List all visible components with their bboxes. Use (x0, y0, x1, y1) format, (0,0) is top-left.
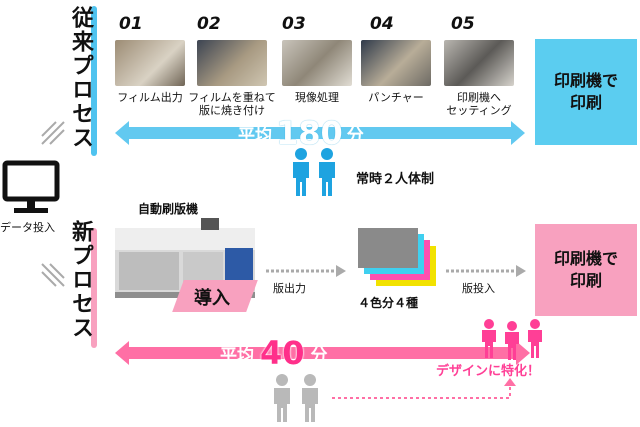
step-num-4: 04 (370, 14, 394, 34)
plate-input-label: 版投入 (462, 282, 495, 295)
hatch-arrow-icon (40, 262, 66, 292)
step-num-2: 02 (197, 14, 221, 34)
plates-label: ４色分４種 (358, 296, 419, 310)
old-avg-arrow (115, 119, 525, 147)
old-avg-label: 平均 180 分 (238, 116, 364, 150)
old-avg-unit: 分 (346, 125, 364, 146)
machine-label: 自動刷版機 (138, 202, 199, 216)
new-avg-unit: 分 (310, 345, 328, 366)
new-avg-prefix: 平均 (220, 345, 254, 366)
monitor-icon (2, 160, 60, 222)
step-photo-5 (444, 40, 514, 86)
staff-person-icon (289, 147, 341, 201)
new-avg-label: 平均 40 分 (220, 336, 328, 370)
hatch-arrow-icon (40, 120, 66, 150)
step-photo-4 (361, 40, 431, 86)
step-num-3: 03 (282, 14, 306, 34)
cmyk-plates (352, 228, 442, 292)
new-avg-value: 40 (260, 334, 305, 372)
intro-label: 導入 (194, 288, 230, 309)
step-label-3: 現像処理 (295, 91, 339, 104)
old-process-title: 従来プロセス (68, 6, 93, 150)
old-process-bar (91, 6, 97, 156)
new-process-bar (91, 228, 97, 348)
data-input-label: データ投入 (0, 221, 55, 234)
freed-staff-person-icon (269, 373, 325, 427)
old-print-box: 印刷機で 印刷 (535, 39, 637, 145)
old-avg-prefix: 平均 (238, 125, 272, 146)
designer-person-icon (478, 318, 546, 366)
design-note: デザインに特化！ (436, 364, 541, 379)
step-num-1: 01 (119, 14, 143, 34)
step-label-4: パンチャー (368, 91, 424, 104)
new-process-title: 新プロセス (68, 220, 93, 340)
plate-output-label: 版出力 (273, 282, 306, 295)
staff-note: 常時２人体制 (356, 172, 435, 187)
new-avg-arrow (115, 340, 530, 366)
new-print-box: 印刷機で 印刷 (535, 224, 637, 316)
step-photo-2 (197, 40, 267, 86)
step-photo-1 (115, 40, 185, 86)
plate-input-arrow (446, 262, 526, 281)
old-avg-value: 180 (276, 114, 343, 152)
plate-output-arrow (266, 262, 346, 281)
step-label-5: 印刷機へ セッティング (446, 91, 512, 117)
step-photo-3 (282, 40, 352, 86)
step-num-5: 05 (451, 14, 475, 34)
step-label-2: フィルムを重ねて 版に焼き付け (188, 91, 276, 117)
step-label-1: フィルム出力 (117, 91, 183, 104)
reassign-connector (332, 378, 522, 406)
